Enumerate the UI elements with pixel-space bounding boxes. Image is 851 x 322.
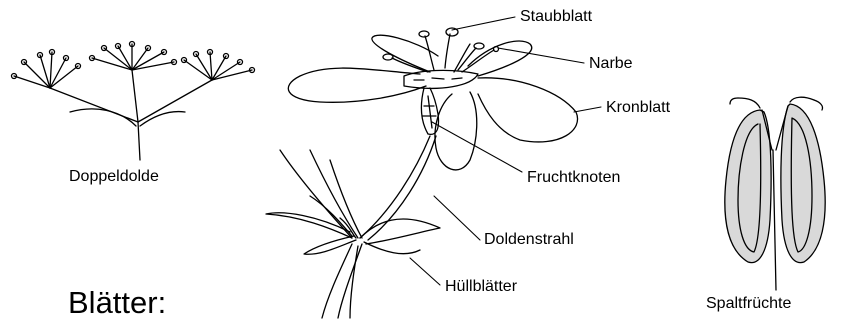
label-staubblatt: Staubblatt	[520, 9, 592, 25]
sub-umbel-right	[182, 50, 255, 81]
leader-kronblatt	[574, 107, 601, 112]
sub-umbel-middle	[90, 42, 177, 71]
label-huellblaetter: Hüllblätter	[445, 279, 517, 295]
label-doppeldolde: Doppeldolde	[69, 169, 159, 185]
label-kronblatt: Kronblatt	[606, 100, 670, 116]
label-spaltfruechte: Spaltfrüchte	[706, 296, 791, 312]
leader-huellblaetter	[410, 258, 440, 285]
leader-doldenstrahl	[434, 196, 480, 240]
spaltfruechte-drawing	[725, 97, 825, 290]
doppeldolde-drawing	[12, 42, 255, 161]
leader-narbe	[498, 48, 584, 63]
label-fruchtknoten: Fruchtknoten	[527, 170, 620, 186]
sub-umbel-left	[12, 50, 81, 89]
label-doldenstrahl: Doldenstrahl	[484, 232, 574, 248]
label-blaetter: Blätter:	[68, 287, 166, 318]
leader-staubblatt	[452, 17, 515, 30]
label-narbe: Narbe	[589, 56, 633, 72]
